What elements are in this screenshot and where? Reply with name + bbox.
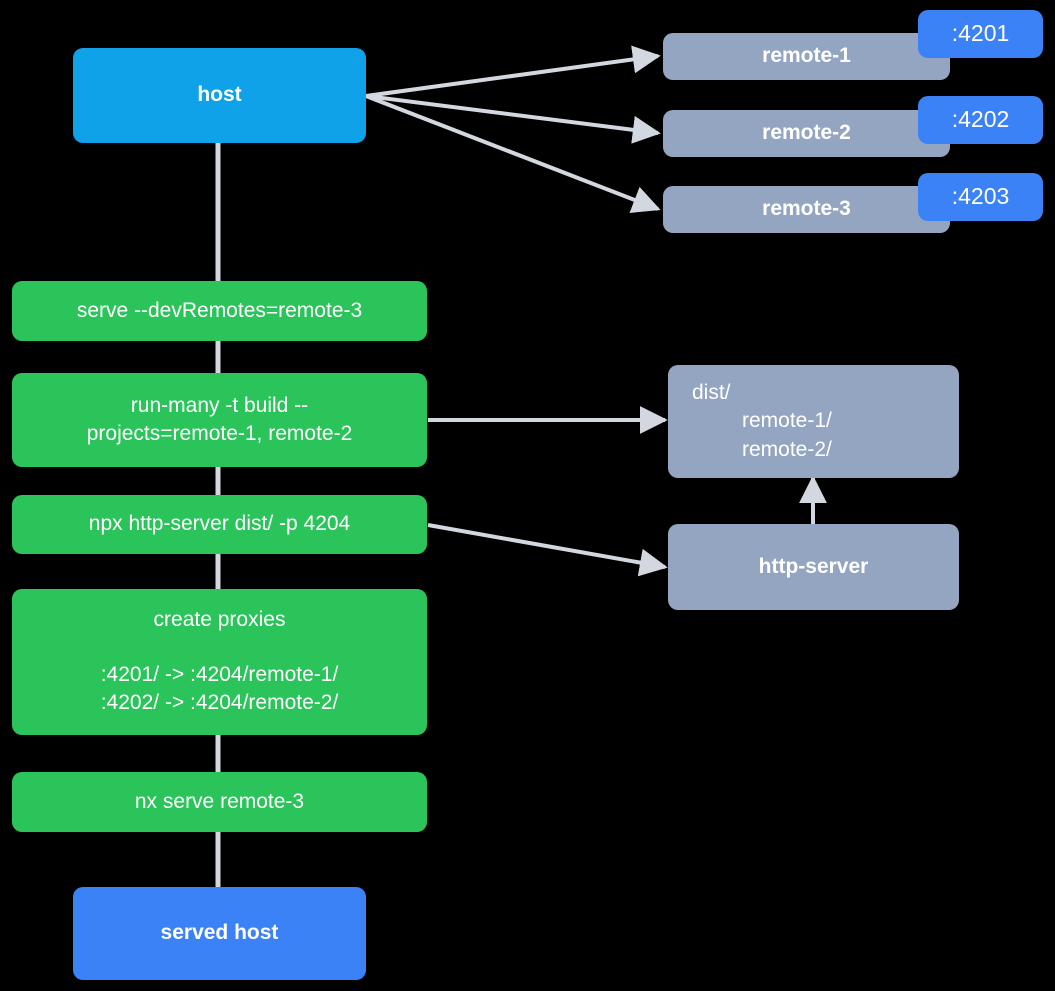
- port-badge-remote-1[interactable]: :4201: [918, 10, 1043, 58]
- node-http-server[interactable]: http-server: [668, 524, 959, 610]
- command-nx-serve-remote-3-label: nx serve remote-3: [134, 789, 305, 813]
- node-dist-root-label: dist/: [692, 380, 731, 404]
- command-serve-devremotes-label: serve --devRemotes=remote-3: [76, 298, 363, 322]
- node-remote-3[interactable]: remote-3: [663, 186, 950, 233]
- edge-host-to-remote-2: [365, 94, 661, 144]
- node-host-label: host: [197, 83, 242, 107]
- node-dist-child-remote-1: remote-1/: [742, 409, 832, 433]
- node-http-server-label: http-server: [758, 554, 869, 578]
- command-create-proxies-lines: :4201/ -> :4204/remote-1/ :4202/ -> :420…: [100, 662, 339, 715]
- node-host[interactable]: host: [73, 48, 366, 143]
- node-remote-1-label: remote-1: [762, 44, 851, 68]
- port-badge-remote-1-label: :4201: [951, 20, 1010, 47]
- command-run-many-build-label: run-many -t build -- projects=remote-1, …: [86, 393, 353, 445]
- command-nx-serve-remote-3[interactable]: nx serve remote-3: [12, 772, 427, 832]
- edge-host-to-remote-1: [365, 45, 661, 98]
- node-remote-1[interactable]: remote-1: [663, 33, 950, 80]
- edge-npx-to-httpserver: [427, 523, 668, 577]
- node-served-host-label: served host: [160, 921, 279, 945]
- edge-host-to-remote-3: [365, 94, 661, 213]
- node-dist-folder[interactable]: dist/ remote-1/ remote-2/: [668, 365, 959, 478]
- port-badge-remote-3-label: :4203: [951, 183, 1010, 210]
- port-badge-remote-3[interactable]: :4203: [918, 173, 1043, 221]
- node-dist-child-remote-2: remote-2/: [742, 437, 832, 461]
- port-badge-remote-2-label: :4202: [951, 106, 1010, 133]
- node-remote-2[interactable]: remote-2: [663, 110, 950, 157]
- command-serve-devremotes[interactable]: serve --devRemotes=remote-3: [12, 281, 427, 341]
- command-run-many-build[interactable]: run-many -t build -- projects=remote-1, …: [12, 373, 427, 467]
- node-remote-2-label: remote-2: [762, 121, 851, 145]
- port-badge-remote-2[interactable]: :4202: [918, 96, 1043, 144]
- node-served-host[interactable]: served host: [73, 887, 366, 980]
- command-create-proxies[interactable]: create proxies :4201/ -> :4204/remote-1/…: [12, 589, 427, 735]
- command-npx-http-server[interactable]: npx http-server dist/ -p 4204: [12, 495, 427, 554]
- command-npx-http-server-label: npx http-server dist/ -p 4204: [88, 512, 351, 536]
- node-remote-3-label: remote-3: [762, 197, 851, 221]
- command-create-proxies-title: create proxies: [153, 608, 286, 632]
